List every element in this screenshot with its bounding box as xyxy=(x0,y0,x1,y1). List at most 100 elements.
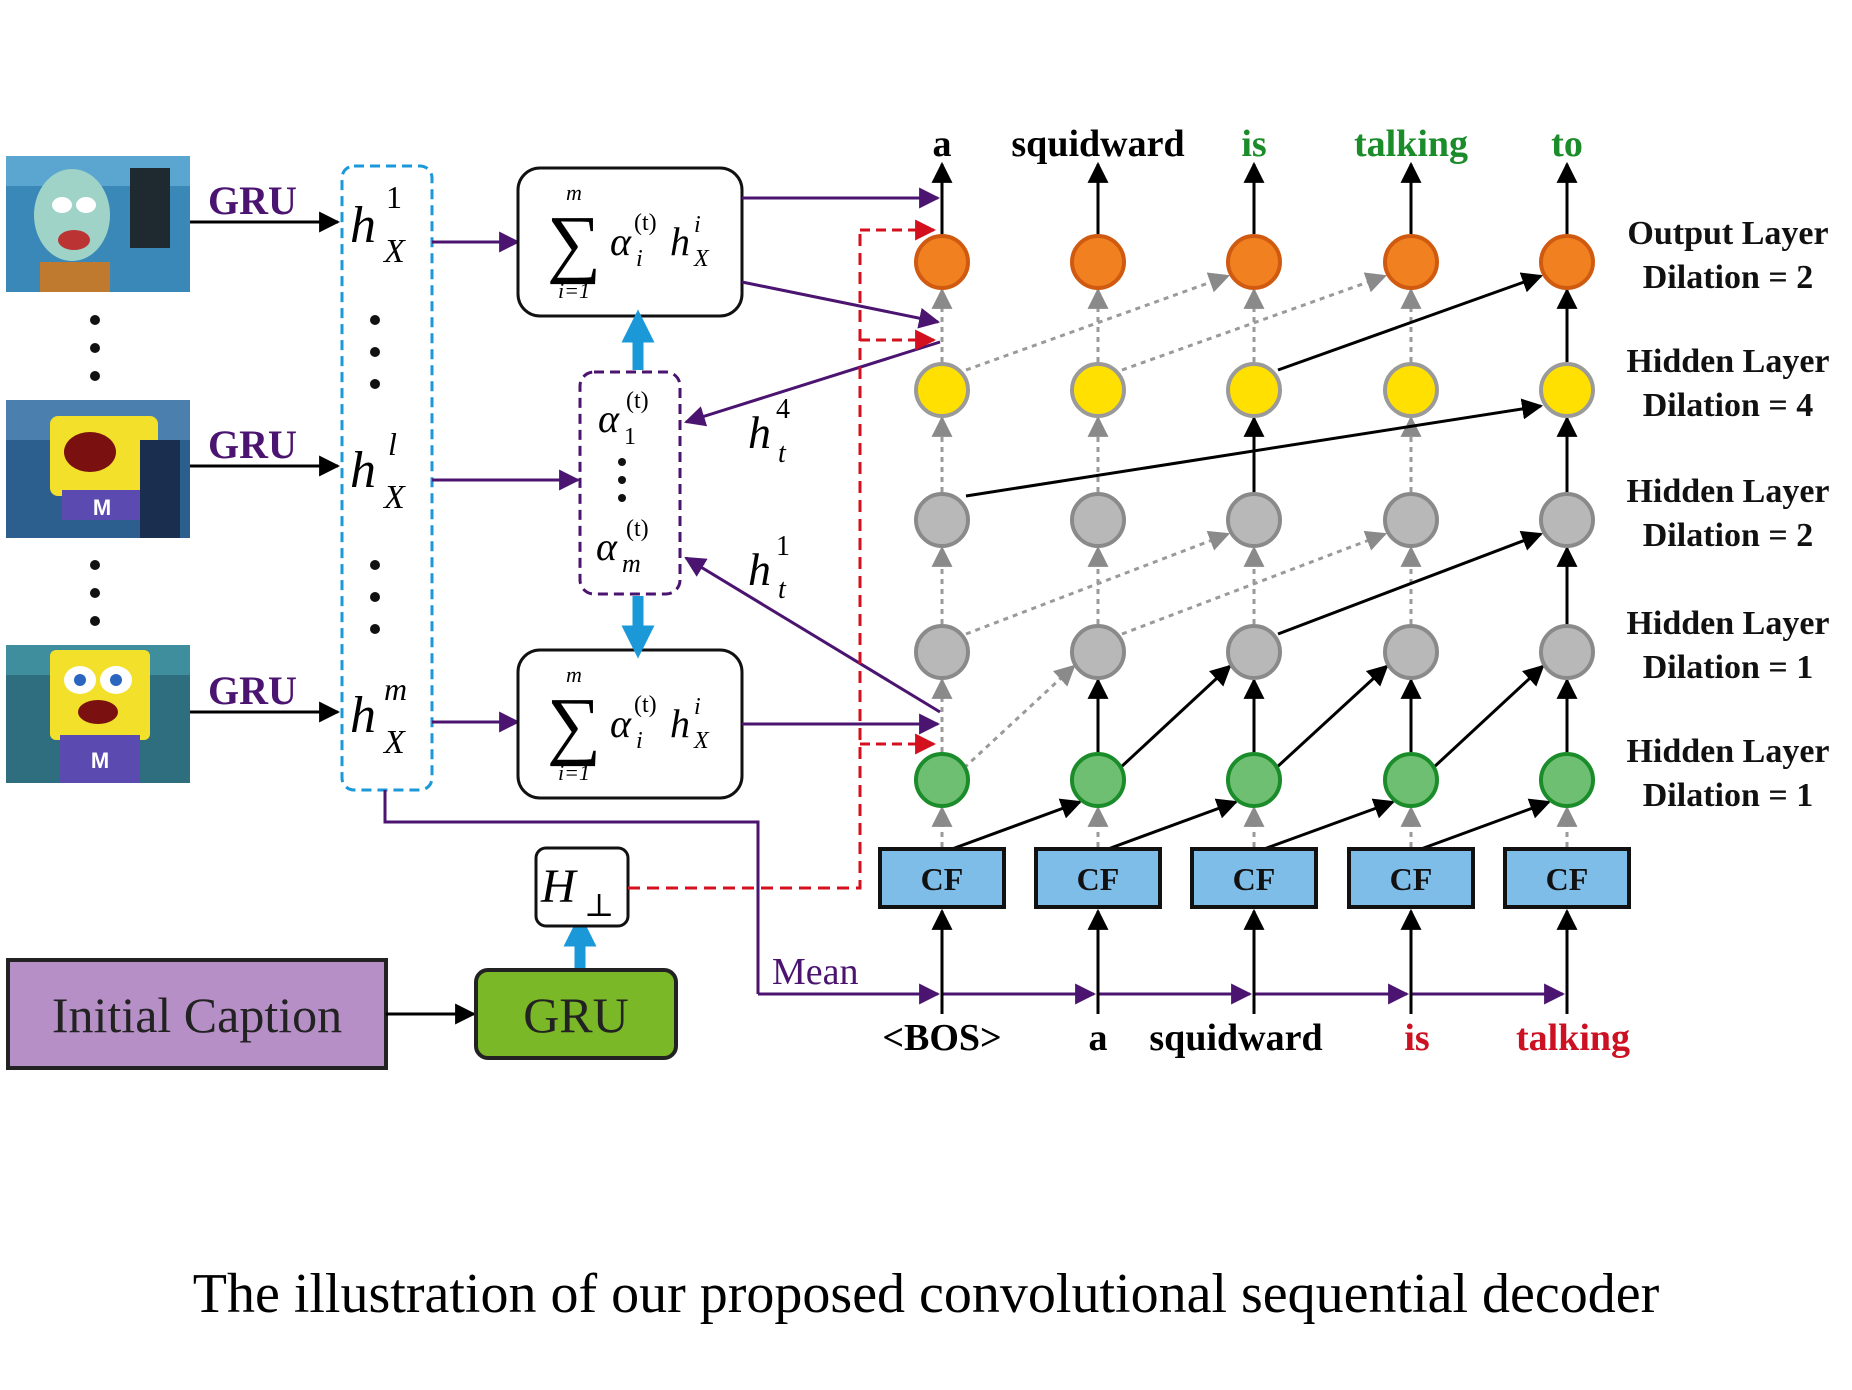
node-layer3-col4 xyxy=(1539,624,1595,680)
node-layer3-col1 xyxy=(1070,624,1126,680)
svg-text:i=1: i=1 xyxy=(558,760,590,785)
svg-text:(t): (t) xyxy=(626,516,649,542)
node-layer0-col1 xyxy=(1070,234,1126,290)
svg-text:M: M xyxy=(93,495,111,520)
layer-dilation-1: Dilation = 4 xyxy=(1643,387,1814,424)
svg-text:∑: ∑ xyxy=(547,201,601,285)
layer-name-4: Hidden Layer xyxy=(1626,733,1829,770)
conn-d2o-2 xyxy=(1277,272,1543,372)
frame-image-3: M xyxy=(6,645,190,783)
svg-text:i: i xyxy=(636,246,643,272)
svg-text:m: m xyxy=(384,671,407,707)
output-word-1: squidward xyxy=(1011,123,1184,165)
frame-image-2: M xyxy=(6,400,190,538)
cf-box-0 xyxy=(878,847,1006,909)
node-layer4-col4 xyxy=(1539,752,1595,808)
h-perp-label: H ⊥ xyxy=(540,860,614,923)
cf-label-1: CF xyxy=(1077,861,1120,897)
svg-text:(t): (t) xyxy=(626,388,649,414)
conn-d1-0 xyxy=(962,664,1076,770)
hidden-label-l: h l X xyxy=(350,426,406,516)
svg-text:α: α xyxy=(598,396,620,441)
node-layer4-col1 xyxy=(1070,752,1126,808)
arrow-h1-to-alpha xyxy=(684,556,941,714)
cf-box-1 xyxy=(1034,847,1162,909)
output-word-2: is xyxy=(1241,123,1266,165)
arrow-h4-to-alpha xyxy=(683,340,941,427)
alpha-1-label: α (t) 1 xyxy=(598,388,649,450)
cf-box-2 xyxy=(1190,847,1318,909)
conn-d1-3 xyxy=(1431,664,1545,770)
svg-text:4: 4 xyxy=(776,394,790,425)
cf-label-4: CF xyxy=(1546,861,1589,897)
arrow-sum-top-to-hidden xyxy=(741,280,941,329)
svg-text:α: α xyxy=(610,219,632,264)
caption-gru-box xyxy=(474,968,678,1060)
red-dashed-arrows xyxy=(860,219,937,755)
svg-text:i=1: i=1 xyxy=(558,278,590,303)
initial-caption-box xyxy=(6,958,388,1070)
svg-text:m: m xyxy=(566,180,582,205)
layer-name-2: Hidden Layer xyxy=(1626,473,1829,510)
layer-name-1: Hidden Layer xyxy=(1626,343,1829,380)
node-layer2-col0 xyxy=(914,492,970,548)
layer-name-0: Output Layer xyxy=(1627,215,1828,252)
red-dashed-path xyxy=(628,230,862,890)
cf-label-2: CF xyxy=(1233,861,1276,897)
initial-caption-label: Initial Caption xyxy=(52,987,342,1043)
h4-label: h 4 t xyxy=(748,394,790,469)
svg-text:∑: ∑ xyxy=(547,683,601,767)
node-layer4-col3 xyxy=(1383,752,1439,808)
svg-text:m: m xyxy=(566,662,582,687)
node-layer1-col1 xyxy=(1070,362,1126,418)
layer-dilation-3: Dilation = 1 xyxy=(1643,649,1814,686)
node-layer0-col0 xyxy=(914,234,970,290)
output-word-3: talking xyxy=(1354,123,1468,165)
svg-text:1: 1 xyxy=(776,531,790,562)
figure-caption: The illustration of our proposed convolu… xyxy=(192,1263,1660,1325)
node-layer1-col2 xyxy=(1226,362,1282,418)
layer-dilation-2: Dilation = 2 xyxy=(1643,517,1814,554)
alpha-vdots xyxy=(618,458,626,502)
cf-label-3: CF xyxy=(1390,861,1433,897)
svg-text:i: i xyxy=(694,694,701,720)
layer-dilation-0: Dilation = 2 xyxy=(1643,259,1814,296)
caption-gru-label: GRU xyxy=(523,987,629,1043)
conn-d1-1 xyxy=(1118,664,1232,770)
mean-path xyxy=(383,790,760,994)
hidden-vdots-2 xyxy=(370,560,380,634)
layer-dilation-4: Dilation = 1 xyxy=(1643,777,1814,814)
layer-name-3: Hidden Layer xyxy=(1626,605,1829,642)
svg-text:α: α xyxy=(596,524,618,569)
svg-text:i: i xyxy=(636,728,643,754)
conn-d2-1 xyxy=(1121,530,1387,636)
attention-sum-formula-top: m ∑ i=1 α (t) i h i X xyxy=(547,180,710,303)
svg-text:l: l xyxy=(388,426,397,462)
svg-text:X: X xyxy=(693,246,710,272)
output-word-4: to xyxy=(1551,123,1583,165)
input-word-0: <BOS> xyxy=(882,1017,1001,1059)
hidden-state-container xyxy=(340,164,434,792)
svg-text:h: h xyxy=(350,687,376,744)
gru-label-1: GRU xyxy=(208,178,297,223)
svg-text:h: h xyxy=(670,701,690,746)
cf-box-4 xyxy=(1503,847,1631,909)
input-word-3: is xyxy=(1404,1017,1429,1059)
node-layer4-col2 xyxy=(1226,752,1282,808)
node-layer4-col0 xyxy=(914,752,970,808)
cf-label-0: CF xyxy=(921,861,964,897)
hidden-label-m: h m X xyxy=(350,671,407,761)
cf-box-3 xyxy=(1347,847,1475,909)
node-layer3-col2 xyxy=(1226,624,1282,680)
node-layer0-col3 xyxy=(1383,234,1439,290)
hidden-label-1: h 1 X xyxy=(350,179,406,270)
svg-text:t: t xyxy=(778,574,787,605)
input-word-1: a xyxy=(1089,1017,1108,1059)
svg-text:h: h xyxy=(670,219,690,264)
svg-text:M: M xyxy=(91,748,109,773)
frame-image-1 xyxy=(6,156,190,292)
svg-text:X: X xyxy=(693,728,710,754)
node-layer3-col3 xyxy=(1383,624,1439,680)
svg-text:h: h xyxy=(748,544,771,595)
